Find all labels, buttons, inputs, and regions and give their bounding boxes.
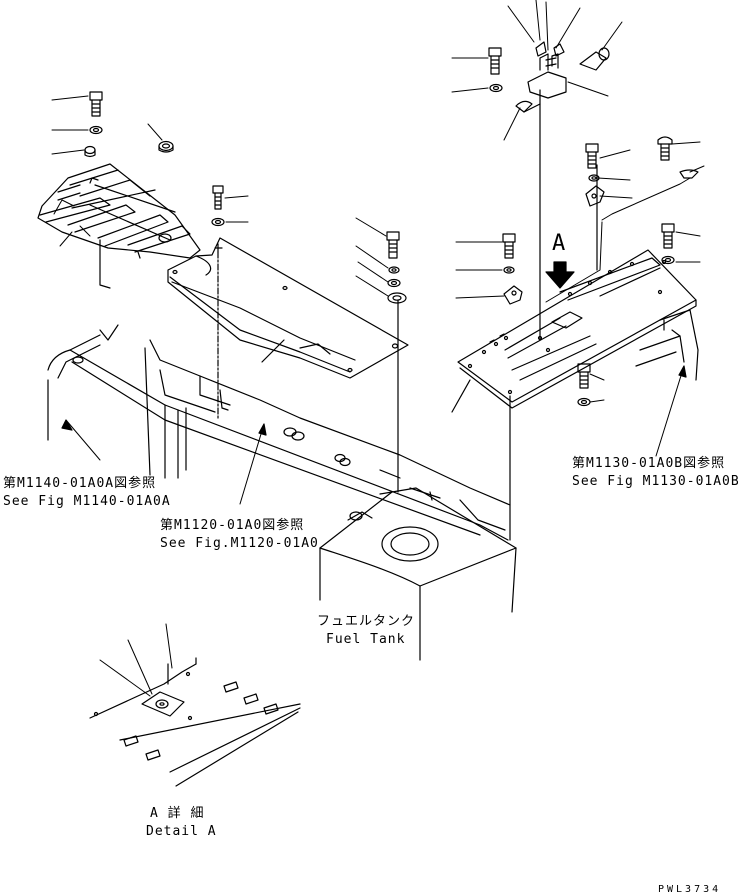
nut-left [85, 147, 95, 157]
view-a-arrow [546, 262, 574, 288]
bolt-mid [387, 232, 399, 258]
bolt-right-b [503, 234, 515, 258]
leader-lines [52, 0, 704, 402]
ref-m1130-en: See Fig M1130-01A0B [572, 474, 738, 489]
ref-m1120-jp: 第M1120-01A0図参照 [160, 518, 305, 533]
view-a-marker: A [552, 231, 566, 256]
center-cover-plate [168, 238, 408, 420]
bolt-left-top [90, 92, 102, 116]
bolt-right-a [489, 48, 501, 74]
alignment-lines [398, 90, 597, 540]
ref-m1140-en: See Fig M1140-01A0A [3, 494, 171, 509]
reference-arrows [62, 366, 686, 504]
bolt-right-f [578, 364, 590, 388]
ref-m1120-en: See Fig.M1120-01A0 [160, 536, 319, 551]
detail-a-label-jp: A 詳 細 [150, 806, 205, 821]
washer-center [212, 219, 224, 226]
left-step-assembly [38, 164, 200, 288]
washer-left [90, 127, 102, 134]
left-frame-structure [48, 325, 510, 540]
drawing-code: PWL3734 [658, 884, 722, 894]
grommet-left [159, 142, 173, 153]
bolt-right-d [658, 137, 672, 160]
bolt-right-e [662, 224, 674, 248]
detail-a-label-en: Detail A [146, 824, 217, 839]
fuel-tank [320, 488, 516, 660]
right-cover-plate [452, 250, 698, 412]
detail-a-view [90, 624, 300, 786]
bolt-right-c [586, 144, 598, 168]
ref-m1130-jp: 第M1130-01A0B図参照 [572, 456, 726, 471]
fuel-tank-label-jp: フュエルタンク [317, 614, 416, 629]
ref-m1140-jp: 第M1140-01A0A図参照 [3, 476, 157, 491]
fuel-tank-label-en: Fuel Tank [326, 632, 406, 647]
fasteners [85, 42, 698, 406]
bolt-center [213, 186, 223, 209]
